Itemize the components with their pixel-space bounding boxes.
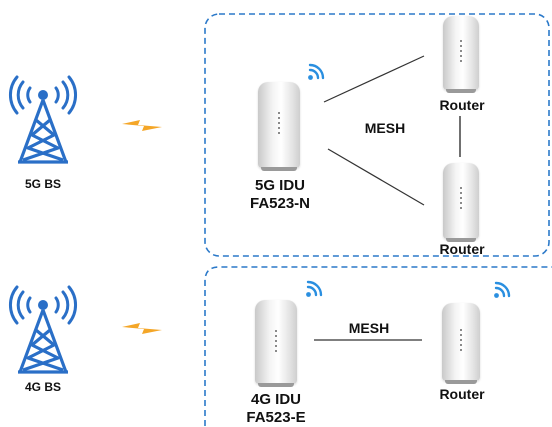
top-group-box [204, 13, 550, 257]
router-label-2: Router [439, 241, 485, 257]
bottom-group-box [204, 266, 552, 426]
idu-code-4g: FA523-E [246, 409, 306, 426]
wifi-icon [306, 280, 323, 297]
idu-model-5g: 5G IDU [254, 177, 305, 194]
tower-icon [9, 75, 77, 164]
router-device-2 [443, 163, 479, 242]
bs-label-4g: 4G BS [24, 380, 61, 394]
lightning-icon [122, 120, 162, 131]
router-label-4g: Router [439, 386, 485, 402]
wifi-icon [308, 63, 325, 80]
router-label-1: Router [439, 97, 485, 113]
lightning-icon [122, 323, 162, 334]
idu-device-4g [255, 300, 297, 387]
router-device-1 [443, 16, 479, 93]
idu-model-4g: 4G IDU [250, 391, 301, 408]
router-device-4g [442, 303, 480, 384]
bs-label-5g: 5G BS [24, 177, 61, 191]
mesh-label-top: MESH [364, 120, 406, 136]
idu-code-5g: FA523-N [249, 195, 311, 212]
idu-device-5g [258, 82, 300, 171]
wifi-icon [494, 281, 511, 298]
mesh-link-idu-router2 [327, 148, 425, 206]
mesh-link-idu-router1 [323, 55, 425, 103]
mesh-label-bottom: MESH [348, 320, 390, 336]
tower-icon [9, 285, 77, 374]
